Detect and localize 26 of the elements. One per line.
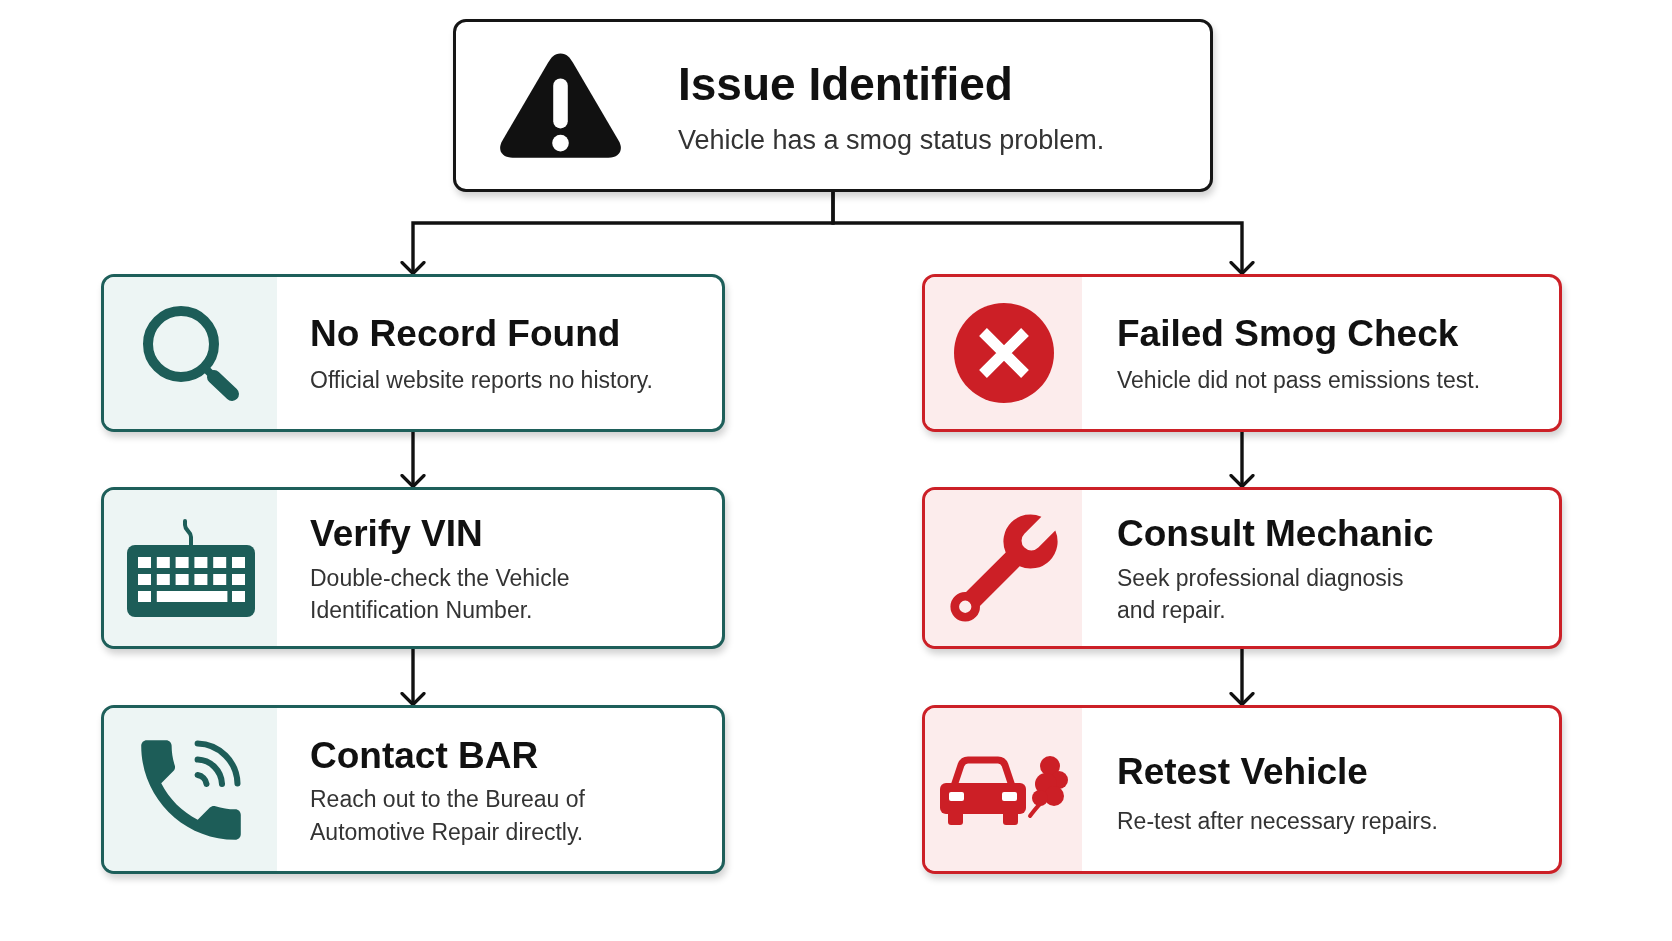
- node-title: Issue Identified: [678, 57, 1014, 111]
- node-title: No Record Found: [310, 313, 622, 356]
- arrow: [400, 432, 426, 489]
- arrow: [1229, 649, 1255, 707]
- node-title: Failed Smog Check: [1117, 313, 1460, 356]
- process-box: [101, 705, 725, 874]
- node-description: Vehicle has a smog status problem.: [678, 123, 1106, 157]
- arrow: [831, 192, 1255, 276]
- process-box: [453, 19, 1213, 192]
- process-box: [101, 274, 725, 432]
- node-description: Reach out to the Bureau of Automotive Repair directly.: [310, 785, 586, 847]
- node-description: Seek professional diagnosis and repair.: [1117, 563, 1405, 626]
- node-description: Re-test after necessary repairs.: [1117, 807, 1439, 837]
- arrow: [400, 649, 426, 707]
- process-box: [922, 274, 1562, 432]
- arrow: [1229, 432, 1255, 489]
- node-description: Official website reports no history.: [310, 365, 654, 395]
- process-box: [922, 487, 1562, 649]
- node-description: Double-check the Vehicle Identification Number.: [310, 563, 571, 626]
- node-title: Consult Mechanic: [1117, 513, 1435, 556]
- node-title: Retest Vehicle: [1117, 750, 1369, 794]
- node-title: Verify VIN: [310, 513, 484, 556]
- node-title: Contact BAR: [310, 734, 540, 778]
- process-box: [101, 487, 725, 649]
- process-box: [922, 705, 1562, 874]
- node-description: Vehicle did not pass emissions test.: [1117, 365, 1482, 395]
